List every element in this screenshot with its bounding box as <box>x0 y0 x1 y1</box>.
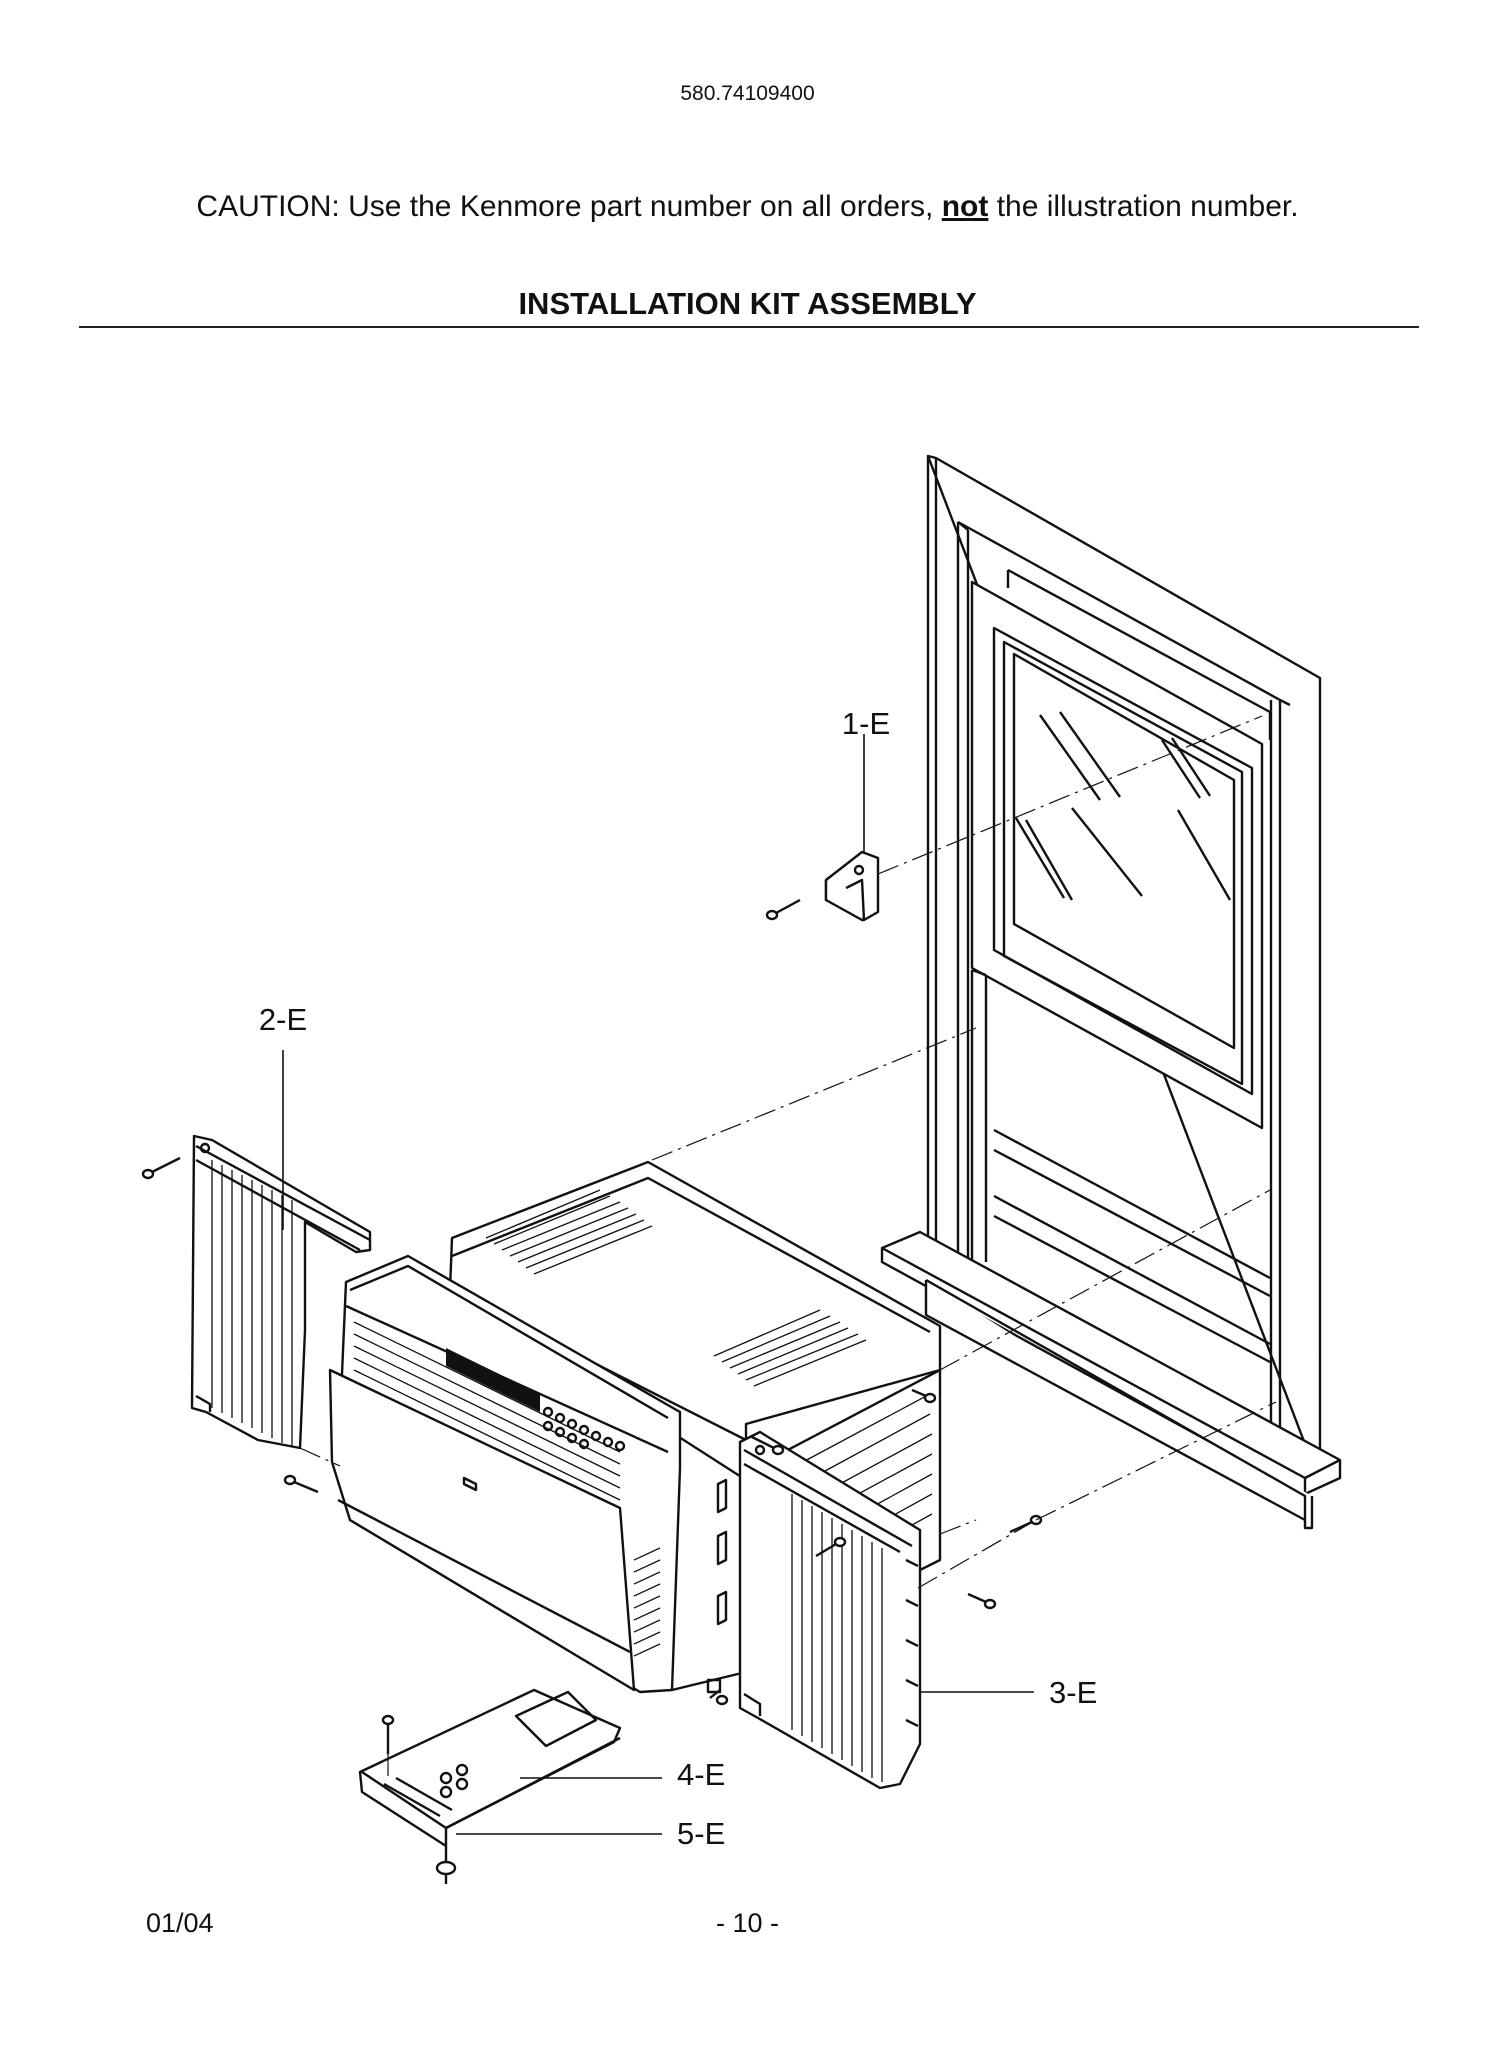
alignment-lines <box>299 715 1277 1778</box>
left-side-curtain <box>190 1134 372 1450</box>
bracket-screw <box>765 898 801 921</box>
page-title: INSTALLATION KIT ASSEMBLY <box>518 286 977 321</box>
window-lower-sash <box>970 968 1271 1364</box>
caution-emphasis: not <box>941 190 989 223</box>
page-number: - 10 - <box>715 1908 780 1938</box>
callout-1e: 1-E <box>842 706 890 741</box>
right-side-curtain <box>738 1430 922 1790</box>
right-curtain-screws <box>749 1388 1043 1610</box>
model-number: 580.74109400 <box>680 82 815 105</box>
caution-suffix: the illustration number. <box>996 190 1299 223</box>
caution-prefix: CAUTION: Use the Kenmore part number on … <box>196 190 934 223</box>
callout-3e: 3-E <box>1049 1675 1097 1710</box>
support-bracket-part <box>358 1688 622 1848</box>
leveling-bolt-part <box>435 1846 457 1884</box>
sill-bracket-part <box>824 850 880 922</box>
caution-note: CAUTION: Use the Kenmore part number on … <box>0 190 1495 224</box>
cabinet-front-screw <box>709 1689 729 1706</box>
air-conditioner-cabinet <box>328 1160 942 1694</box>
support-bracket-screw <box>381 1714 395 1754</box>
callout-4e: 4-E <box>677 1757 725 1792</box>
window-upper-sash <box>970 568 1272 1130</box>
left-curtain-screw <box>141 1156 181 1180</box>
window-sill <box>880 1230 1342 1530</box>
title-divider <box>79 326 1419 328</box>
cabinet-side-screw <box>283 1474 319 1494</box>
footer-date: 01/04 <box>146 1908 214 1938</box>
callout-5e: 5-E <box>677 1816 725 1851</box>
callout-2e: 2-E <box>259 1002 307 1037</box>
